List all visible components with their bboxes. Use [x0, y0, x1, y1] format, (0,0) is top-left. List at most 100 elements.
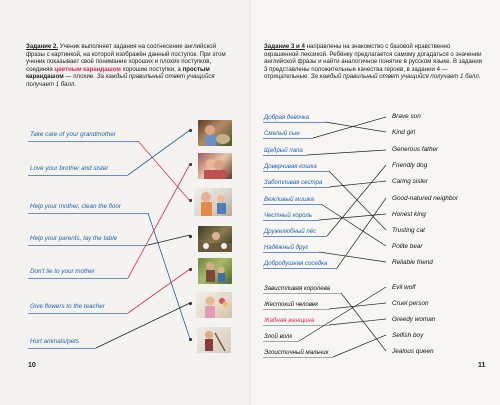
en-phrase: Evil wolf — [392, 284, 416, 291]
match-line — [318, 251, 387, 263]
match-line — [147, 234, 191, 246]
match-line — [147, 212, 191, 340]
ru-phrase: Надёжный друг — [264, 244, 309, 251]
match-line — [326, 164, 387, 237]
phrase-item: Hurt animals/pets — [30, 338, 79, 345]
answer-line — [263, 236, 327, 237]
phrase-item: Take care of your grandmother — [30, 131, 116, 138]
match-line — [336, 197, 387, 269]
answer-line — [263, 341, 299, 342]
ru-phrase: Дружелюбный пёс — [264, 228, 317, 235]
answer-line — [263, 138, 313, 139]
match-line — [137, 140, 191, 202]
child-setting-table-photo — [198, 226, 232, 252]
answer-line — [28, 141, 138, 142]
answer-line — [263, 204, 321, 205]
left-answer-lines — [95, 129, 191, 349]
match-line — [127, 163, 191, 279]
en-phrase: Polite bear — [392, 243, 423, 250]
match-line — [328, 318, 387, 326]
match-line — [298, 286, 387, 342]
answer-line — [28, 313, 128, 314]
mother-and-son-outdoors-photo — [198, 258, 232, 284]
right-task-text: направлены на знакомство с базовой нравс… — [264, 43, 483, 81]
match-line — [127, 129, 191, 176]
ru-phrase: Злой волк — [264, 333, 293, 340]
ru-phrase: Жестокий человек — [264, 301, 319, 308]
answer-line — [263, 309, 329, 310]
ru-phrase: Добрая девочка — [264, 114, 310, 121]
answer-line — [263, 357, 333, 358]
left-task-text-1: Ученик выполняет задания на соотнесение … — [26, 43, 226, 73]
match-line — [320, 203, 387, 247]
answer-line — [263, 325, 329, 326]
answer-line — [263, 155, 307, 156]
en-phrase: Caring sister — [392, 178, 428, 185]
left-task-colored-pencil: цветным карандашом — [54, 65, 121, 73]
left-page: Задание 2. Ученик выполняет задания на с… — [26, 43, 236, 369]
connector-dot — [189, 199, 192, 202]
page-number-left: 10 — [28, 362, 36, 369]
left-task-simple-pencil: простым карандашом — [26, 65, 210, 81]
en-phrase: Good-natured neighbor — [392, 195, 459, 202]
match-line — [340, 292, 387, 352]
en-phrase: Cruel person — [392, 300, 429, 307]
en-phrase: Trusting cat — [392, 227, 425, 234]
connector-dot — [189, 129, 192, 132]
en-phrase: Honest king — [392, 211, 426, 218]
connector-dot — [189, 338, 192, 341]
connector-dot — [189, 268, 192, 271]
ru-phrase: Эгоистичный мальчик — [264, 349, 329, 356]
match-line — [324, 121, 387, 133]
match-line — [306, 149, 387, 156]
en-phrase: Greedy woman — [392, 316, 436, 323]
ru-phrase: Честный король — [264, 212, 313, 219]
right-answer-lines — [298, 116, 387, 358]
match-line — [328, 180, 387, 188]
answer-line — [28, 245, 148, 246]
woman-and-child-cooking-photo — [194, 188, 232, 216]
ru-phrase: Вежливый мишка — [264, 196, 315, 203]
phrase-item: Help your parents, lay the table — [30, 235, 118, 242]
answer-line — [263, 252, 319, 253]
answer-line — [28, 278, 128, 279]
phrase-item: Give flowers to the teacher — [30, 303, 105, 310]
right-task-description: Задание 3 и 4 направлены на знакомство с… — [264, 43, 484, 81]
en-phrase: Friendly dog — [392, 162, 428, 169]
children-with-flowers-photo — [196, 292, 232, 318]
ru-phrase: Щедрый папа — [264, 147, 303, 154]
ru-phrase: Завистливая королева — [264, 285, 331, 292]
connector-dot — [189, 302, 192, 305]
connector-dot — [189, 235, 192, 238]
answer-line — [263, 171, 329, 172]
boy-with-dog-photo — [198, 120, 232, 146]
phrase-item: Love your brother and sister — [30, 165, 109, 172]
answer-line — [28, 348, 96, 349]
answer-line — [263, 293, 341, 294]
ru-phrase: Смелый сын — [264, 130, 300, 137]
phrase-item: Help your mother, clean the floor — [30, 203, 122, 210]
match-line — [127, 268, 191, 314]
en-phrase: Selfish boy — [392, 332, 424, 339]
en-phrase: Generous father — [392, 146, 439, 153]
left-task-text-2: хорошие поступки, а — [122, 65, 181, 73]
page-number-right: 11 — [478, 362, 486, 369]
answer-line — [263, 187, 329, 188]
answer-line — [263, 122, 325, 123]
left-task-score: За каждый правильный ответ учащийся полу… — [26, 73, 215, 88]
answer-line — [263, 220, 319, 221]
left-task-description: Задание 2. Ученик выполняет задания на с… — [26, 43, 236, 89]
en-phrase: Jealous queen — [392, 348, 434, 355]
answer-line — [28, 175, 128, 176]
girls-hugging-photo — [198, 153, 232, 179]
right-task-score: За каждый правильный ответ учащийся полу… — [310, 73, 481, 81]
answer-line — [28, 213, 148, 214]
right-page: Задание 3 и 4 направлены на знакомство с… — [252, 0, 500, 405]
right-task-title: Задание 3 и 4 — [264, 43, 305, 50]
match-line — [318, 213, 387, 221]
ru-phrase: Добродушная соседка — [264, 260, 328, 267]
match-line — [328, 302, 387, 310]
answer-line — [263, 268, 337, 269]
ru-phrase: Заботливая сестра — [264, 179, 323, 186]
